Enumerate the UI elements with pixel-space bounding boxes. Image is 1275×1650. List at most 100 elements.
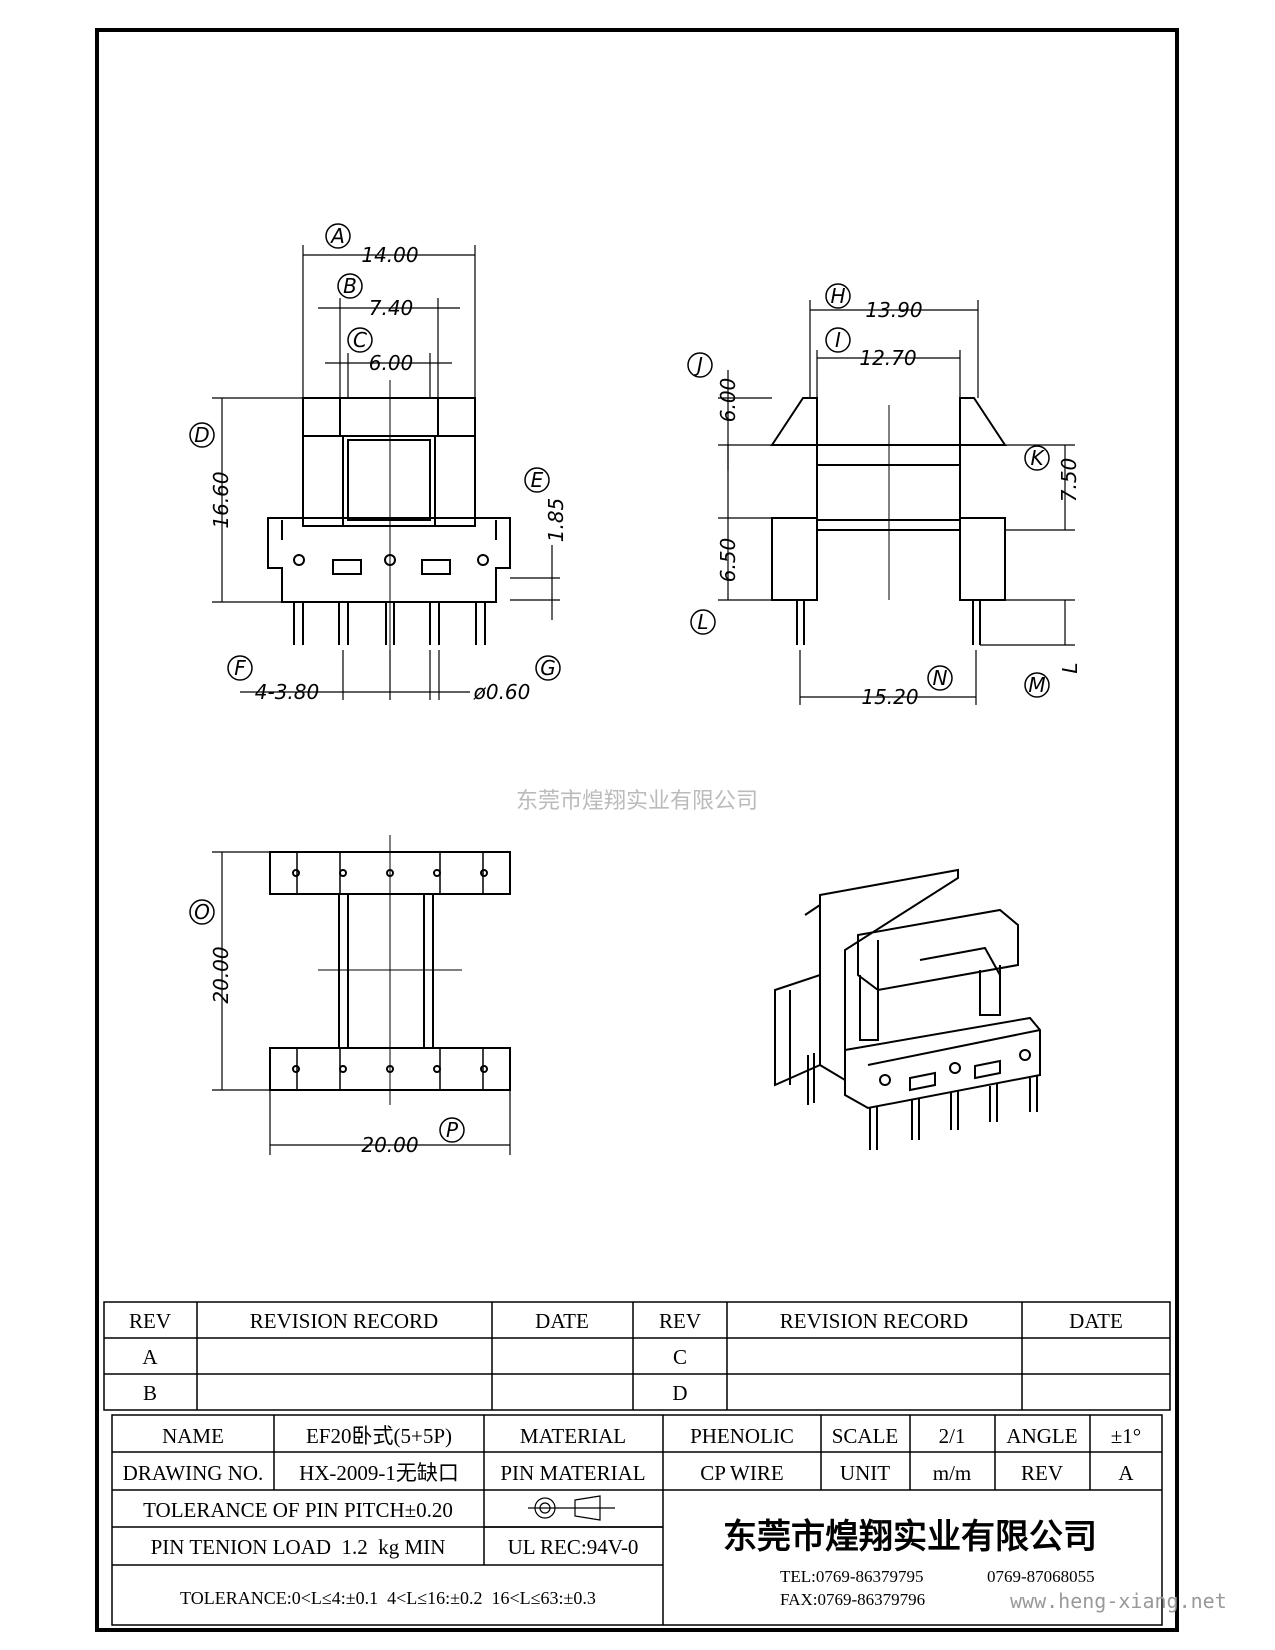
dim-value: 20.00 xyxy=(209,946,233,1003)
front-view xyxy=(267,380,511,650)
header-date-2: DATE xyxy=(1069,1309,1123,1333)
tel: TEL:0769-86379795 xyxy=(780,1567,924,1586)
rev-d: D xyxy=(672,1381,687,1405)
callout-letter: J xyxy=(693,353,703,377)
dim-m: ML xyxy=(1024,662,1082,698)
tolerance-ranges: TOLERANCE:0<L≤4:±0.1 4<L≤16:±0.2 16<L≤63… xyxy=(180,1588,596,1608)
angle-value: ±1° xyxy=(1111,1424,1141,1448)
isometric-view xyxy=(774,868,1041,1150)
rev-b: B xyxy=(143,1381,157,1405)
dim-d: D16.60 xyxy=(189,422,233,529)
callout-letter: G xyxy=(540,656,556,680)
dim-n: N 15.20 xyxy=(861,665,953,709)
callout-circle xyxy=(347,327,373,353)
side-view xyxy=(770,397,1007,645)
callout-circle xyxy=(325,223,351,249)
dim-a: A 14.00 xyxy=(325,223,419,267)
dim-l: L 6.50 xyxy=(690,538,740,635)
dim-value: 13.90 xyxy=(865,298,922,322)
callout-circle xyxy=(690,609,716,635)
dim-i: I 12.70 xyxy=(825,327,917,370)
callout-circle xyxy=(927,665,953,691)
dim-o: O 20.00 xyxy=(189,899,233,1004)
dim-j: J 6.00 xyxy=(687,352,740,423)
dim-value: 16.60 xyxy=(209,471,233,528)
scale-label: SCALE xyxy=(832,1424,899,1448)
dim-value: L xyxy=(1058,662,1082,673)
callout-letter: D xyxy=(194,423,209,447)
top-view xyxy=(269,835,511,1105)
revision-table xyxy=(103,1301,1171,1411)
header-rev-2: REV xyxy=(659,1309,701,1333)
dimension-lines xyxy=(212,245,1075,1155)
name-value: EF20卧式(5+5P) xyxy=(306,1424,452,1448)
scale-value: 2/1 xyxy=(939,1424,966,1448)
unit-value: m/m xyxy=(933,1461,972,1485)
dim-value: 14.00 xyxy=(361,243,418,267)
callout-letter: A xyxy=(329,224,345,248)
header-revision-record-2: REVISION RECORD xyxy=(780,1309,968,1333)
tolerance-pitch: TOLERANCE OF PIN PITCH±0.20 xyxy=(143,1498,453,1522)
rev-label: REV xyxy=(1021,1461,1063,1485)
dim-b: B 7.40 xyxy=(337,273,414,320)
callout-letter: L xyxy=(697,610,708,634)
callout-circle xyxy=(337,273,363,299)
callout-letter: I xyxy=(835,328,841,352)
dim-f: F4-3.80 xyxy=(227,655,319,704)
callout-circle xyxy=(535,655,561,681)
callout-letter: N xyxy=(933,666,948,690)
callout-letter: C xyxy=(353,328,367,352)
material-value: PHENOLIC xyxy=(690,1424,794,1448)
dim-value: 7.50 xyxy=(1057,458,1081,503)
ul-rating: UL REC:94V-0 xyxy=(508,1535,639,1559)
dim-value: 15.20 xyxy=(861,685,918,709)
callout-circle xyxy=(439,1117,465,1143)
dim-value: 20.00 xyxy=(361,1133,418,1157)
name-label: NAME xyxy=(162,1424,224,1448)
dim-value: 6.00 xyxy=(369,351,414,375)
dim-e: E1.85 xyxy=(524,467,568,542)
rev-c: C xyxy=(673,1345,687,1369)
projection-symbol-icon xyxy=(528,1495,615,1521)
callout-circle xyxy=(687,352,713,378)
company-name: 东莞市煌翔实业有限公司 xyxy=(723,1517,1097,1557)
dim-value: 12.70 xyxy=(859,346,916,370)
title-block xyxy=(111,1414,1163,1626)
fax: FAX:0769-86379796 xyxy=(780,1590,925,1609)
callout-circle xyxy=(1024,672,1050,698)
rev-value: A xyxy=(1118,1461,1134,1485)
rev-a: A xyxy=(142,1345,158,1369)
header-date: DATE xyxy=(535,1309,589,1333)
callout-circle xyxy=(189,422,215,448)
callout-circle xyxy=(189,899,215,925)
header-rev: REV xyxy=(129,1309,171,1333)
callout-circle xyxy=(825,283,851,309)
unit-label: UNIT xyxy=(840,1461,890,1485)
dim-value: 6.50 xyxy=(716,538,740,583)
pin-material-value: CP WIRE xyxy=(700,1461,783,1485)
dim-g: Gø0.60 xyxy=(473,655,561,704)
dim-p: P20.00 xyxy=(361,1117,465,1157)
website: www.heng-xiang.net xyxy=(1010,1589,1227,1613)
dim-h: H 13.90 xyxy=(825,283,923,322)
dim-value: 7.40 xyxy=(369,296,414,320)
header-revision-record: REVISION RECORD xyxy=(250,1309,438,1333)
callout-circle xyxy=(825,327,851,353)
dimension-labels: A14.00 B7.40 C6.00 D16.60 E1.85 F4-3.80 … xyxy=(189,223,1082,1157)
callout-circle xyxy=(227,655,253,681)
drawing-no-value: HX-2009-1无缺口 xyxy=(299,1461,459,1485)
callout-letter: O xyxy=(194,900,210,924)
revision-table-text: REV REVISION RECORD DATE REV REVISION RE… xyxy=(129,1309,1123,1405)
pin-material-label: PIN MATERIAL xyxy=(500,1461,645,1485)
dim-value: 4-3.80 xyxy=(255,680,319,704)
dim-value: ø0.60 xyxy=(473,680,531,704)
angle-label: ANGLE xyxy=(1006,1424,1077,1448)
drawing-border xyxy=(95,28,1179,1632)
dim-value: 6.00 xyxy=(716,378,740,423)
callout-letter: H xyxy=(830,284,845,308)
callout-letter: B xyxy=(343,274,357,298)
watermark: 东莞市煌翔实业有限公司 xyxy=(516,789,758,814)
callout-letter: E xyxy=(531,468,544,492)
callout-letter: M xyxy=(1028,673,1045,697)
